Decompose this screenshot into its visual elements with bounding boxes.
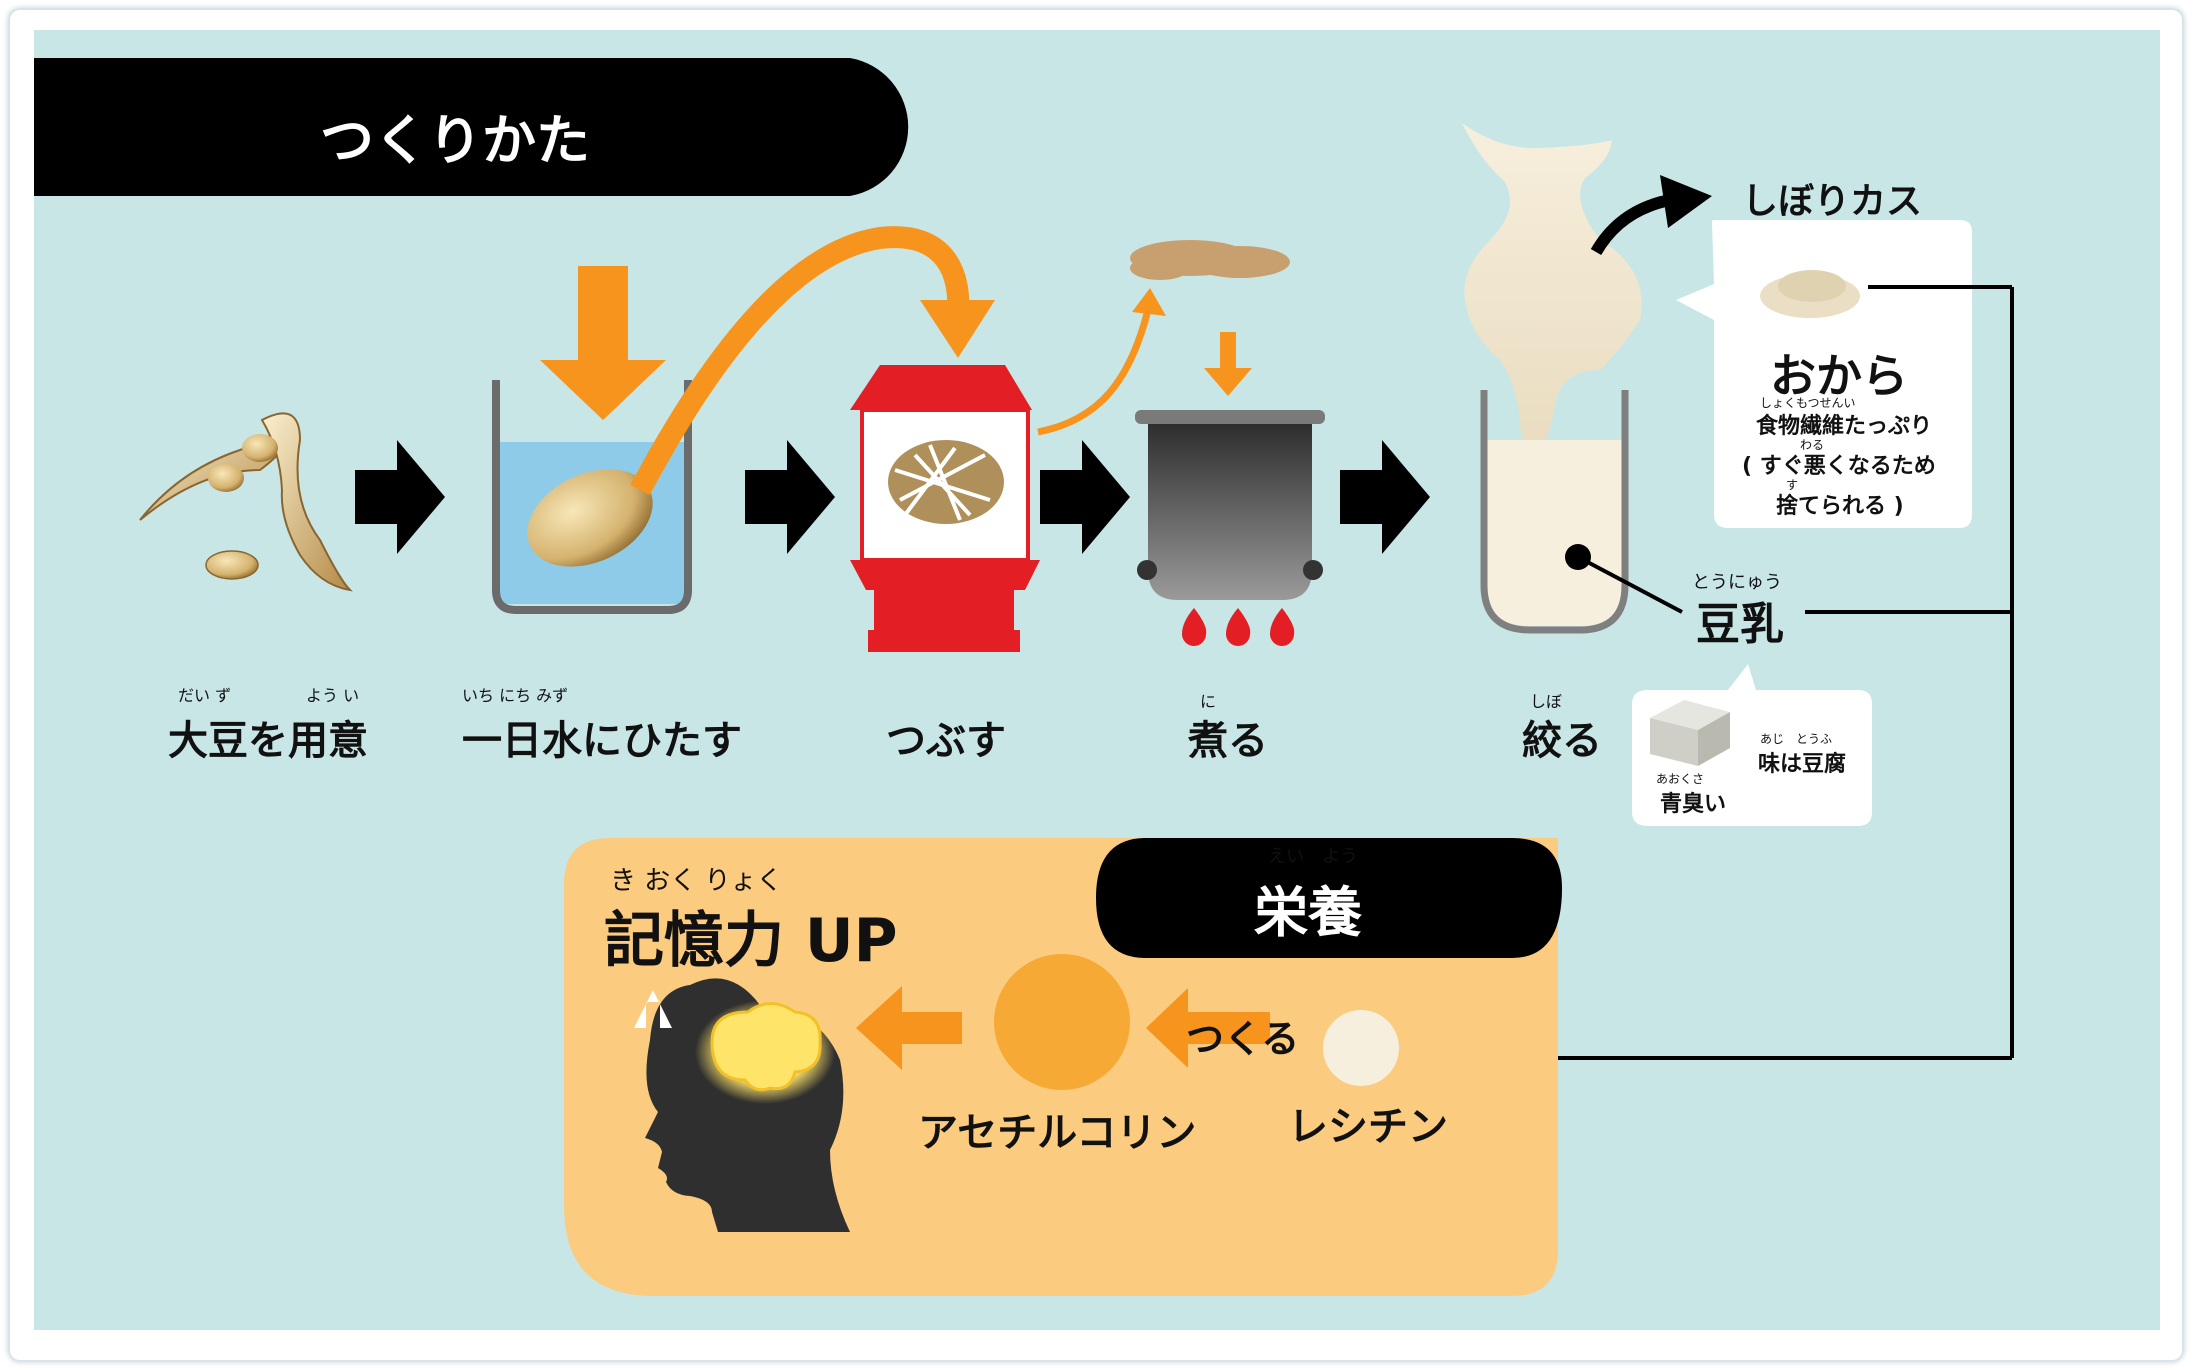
blender-icon [850, 365, 1040, 652]
step3-label: つぶす [886, 708, 1006, 766]
step1-label: 大豆を用意 [168, 708, 368, 766]
steam-cloud-icon [1130, 240, 1290, 280]
step1-ruby-b: よう い [306, 682, 359, 706]
memory-up-label: 記憶力 UP [604, 892, 898, 979]
page-title: つくりかた [320, 96, 590, 175]
makes-label: つくる [1186, 1008, 1299, 1063]
acetylcholine-circle [994, 954, 1130, 1090]
tofu-ruby-taste: あじ とうふ [1760, 730, 1832, 747]
flame-icon [1182, 608, 1294, 646]
flow-arrow-4 [1340, 440, 1430, 554]
flow-arrow-2 [745, 440, 835, 554]
soymilk-label: 豆乳 [1696, 588, 1784, 652]
nutrition-title: 栄養 [1254, 868, 1362, 947]
okara-line3: 捨てられる ) [1776, 488, 1904, 520]
byproduct-title: しぼりカス [1742, 172, 1922, 224]
small-down-arrow-icon [1204, 332, 1252, 396]
flow-arrow-3 [1040, 440, 1130, 554]
lecithin-label: レシチン [1288, 1094, 1448, 1152]
pot-icon [1135, 410, 1325, 600]
nutrition-title-ruby: えい よう [1268, 842, 1358, 868]
step1-ruby-a: だい ず [178, 682, 231, 706]
tofu-taste: 味は豆腐 [1758, 746, 1846, 778]
down-arrow-icon [540, 266, 666, 420]
flow-arrow-1 [355, 440, 445, 554]
step2-ruby: いち にち みず [462, 682, 568, 706]
okara-line2: ( すぐ悪くなるため [1742, 448, 1936, 480]
acetylcholine-label: アセチルコリン [918, 1100, 1196, 1158]
squeeze-icon [1462, 123, 1682, 630]
soybean-pod-icon [140, 413, 350, 590]
lecithin-circle [1323, 1010, 1399, 1086]
tofu-smell: 青臭い [1660, 786, 1726, 818]
okara-curve-arrow [1596, 175, 1712, 252]
tofu-ruby-smell: あおくさ [1656, 770, 1704, 787]
step2-label: 一日水にひたす [462, 708, 742, 766]
okara-line1: 食物繊維たっぷり [1756, 408, 1932, 440]
step5-label: 絞る [1522, 708, 1602, 766]
step4-label: 煮る [1188, 708, 1268, 766]
